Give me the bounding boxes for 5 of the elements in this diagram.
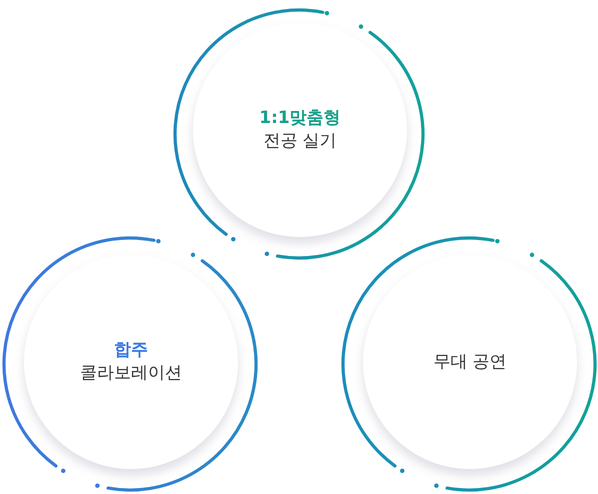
label-text: 무대 공연	[433, 351, 507, 374]
label-text: 전공 실기	[263, 130, 337, 153]
heading-text: 1:1맞춤형	[259, 107, 341, 129]
heading-text: 합주	[114, 339, 148, 361]
label-text: 콜라보레이션	[80, 362, 182, 385]
